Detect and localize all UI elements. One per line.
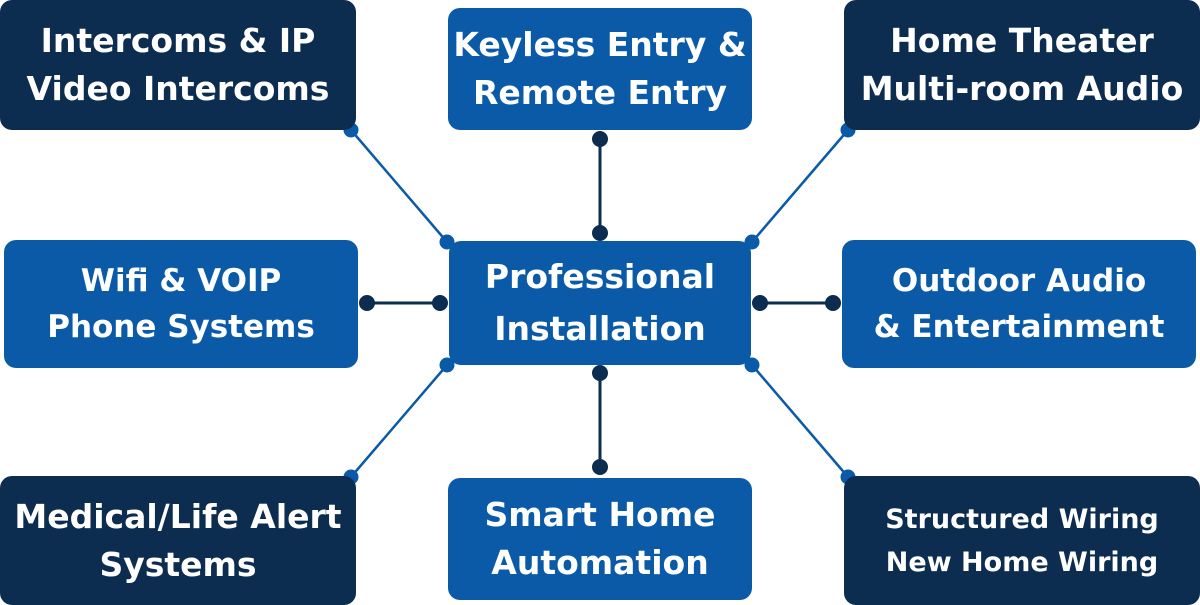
node-label-line-1: Outdoor Audio — [891, 263, 1147, 299]
node-wifi-voip: Wifi & VOIP Phone Systems — [4, 240, 358, 368]
node-outdoor-audio: Outdoor Audio & Entertainment — [842, 240, 1196, 368]
center-node-professional-installation: Professional Installation — [449, 241, 751, 365]
node-label-line-2: Systems — [99, 544, 257, 584]
node-intercoms: Intercoms & IP Video Intercoms — [0, 0, 356, 130]
connector-bottom-left — [343, 357, 455, 485]
connector-bottom-center — [592, 365, 608, 475]
connector-top-center — [592, 131, 608, 241]
node-label-line-1: Keyless Entry & — [453, 25, 747, 64]
center-label-line-1: Professional — [484, 257, 716, 296]
connector-top-right — [744, 122, 856, 250]
node-medical-alert: Medical/Life Alert Systems — [0, 476, 356, 605]
connector-top-left — [343, 122, 455, 250]
node-label-line-2: Remote Entry — [472, 73, 728, 112]
connector-mid-right — [752, 295, 841, 311]
node-label-line-1: Intercoms & IP — [40, 21, 316, 60]
node-label-line-1: Smart Home — [484, 495, 716, 534]
node-label-line-1: Wifi & VOIP — [80, 263, 282, 299]
node-label-line-1: Medical/Life Alert — [14, 496, 342, 536]
node-label-line-2: Video Intercoms — [26, 69, 330, 108]
node-label-line-1: Structured Wiring — [885, 503, 1159, 535]
node-label-line-1: Home Theater — [890, 21, 1154, 60]
node-keyless-entry: Keyless Entry & Remote Entry — [448, 8, 752, 130]
node-home-theater: Home Theater Multi-room Audio — [844, 0, 1200, 130]
connector-mid-left — [359, 295, 448, 311]
node-label-line-2: Automation — [491, 543, 709, 582]
node-label-line-2: & Entertainment — [873, 309, 1165, 345]
node-label-line-2: Multi-room Audio — [860, 69, 1184, 108]
connector-bottom-right — [744, 357, 856, 485]
node-label-line-2: Phone Systems — [47, 309, 315, 345]
center-label-line-2: Installation — [494, 309, 706, 348]
node-structured-wiring: Structured Wiring New Home Wiring — [844, 476, 1200, 605]
node-smart-home: Smart Home Automation — [448, 478, 752, 600]
node-label-line-2: New Home Wiring — [885, 546, 1159, 578]
